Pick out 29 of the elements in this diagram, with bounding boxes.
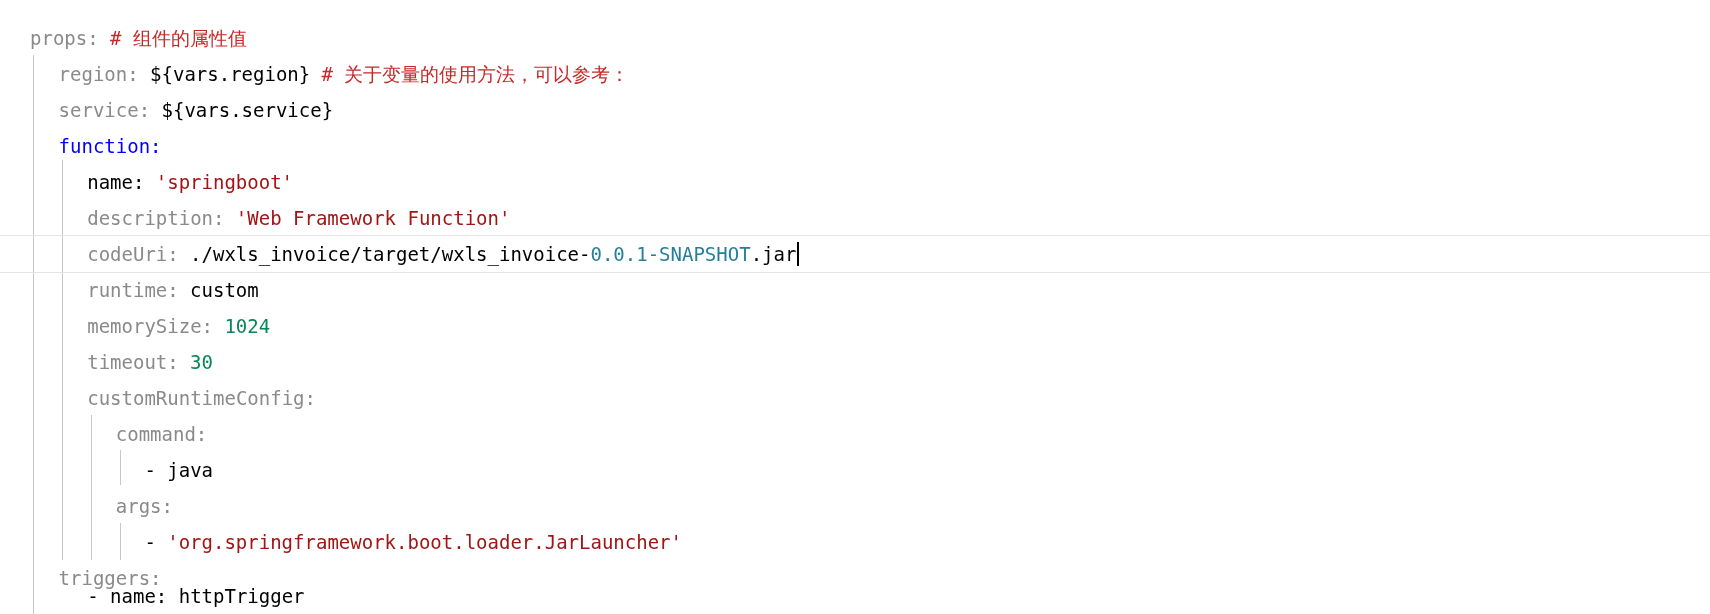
string-value: 'Web Framework Function' xyxy=(235,206,511,231)
yaml-key: description: xyxy=(87,204,225,232)
yaml-value: name: xyxy=(87,170,145,195)
yaml-value: - java xyxy=(144,458,214,483)
number-value: 1024 xyxy=(224,314,271,339)
string-value: 'springboot' xyxy=(155,170,294,195)
yaml-key: triggers: xyxy=(58,564,162,592)
yaml-value: ${vars.service} xyxy=(161,98,334,123)
yaml-key: service: xyxy=(58,96,151,124)
number-value: 30 xyxy=(190,350,213,375)
code-comment: # 组件的属性值 xyxy=(110,26,247,51)
string-value: 'org.springframework.boot.loader.JarLauncher' xyxy=(167,530,682,555)
yaml-value: ${vars.region} xyxy=(150,62,311,87)
yaml-key: runtime: xyxy=(87,276,179,304)
yaml-value: custom xyxy=(190,278,259,303)
yaml-key: command: xyxy=(115,420,208,448)
yaml-key: customRuntimeConfig: xyxy=(87,384,316,412)
yaml-value: ./wxls_invoice/target/wxls_invoice- xyxy=(190,242,591,268)
yaml-key: codeUri: xyxy=(87,240,179,268)
yaml-value: - xyxy=(144,530,156,555)
yaml-key: memorySize: xyxy=(87,312,214,340)
version-text: 0.0.1-SNAPSHOT xyxy=(590,242,751,267)
yaml-key: region: xyxy=(58,60,139,88)
code-comment: # 关于变量的使用方法，可以参考： xyxy=(321,62,630,87)
yaml-key: args: xyxy=(115,492,173,520)
yaml-key: function: xyxy=(58,132,162,160)
yaml-key: props: xyxy=(30,24,99,52)
yaml-value: .jar xyxy=(750,242,797,267)
yaml-key: timeout: xyxy=(87,348,179,376)
